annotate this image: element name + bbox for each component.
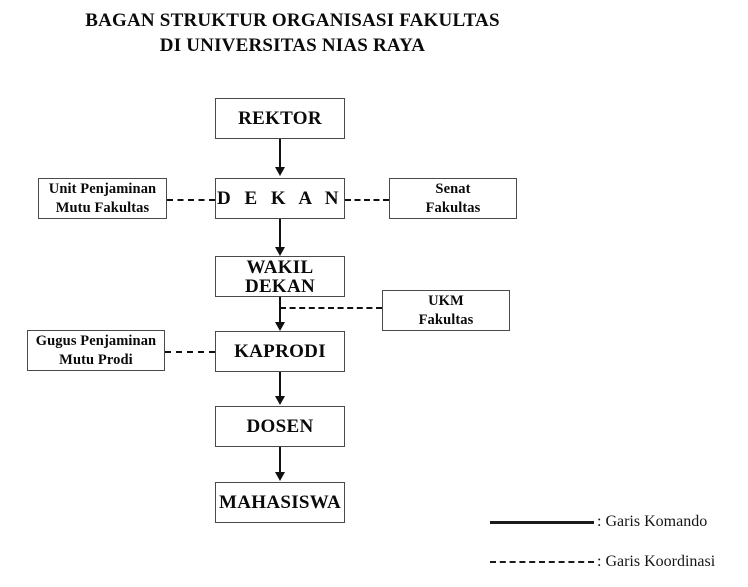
node-dosen-label: DOSEN: [246, 416, 314, 437]
edge-kaprodi-dosen-line: [279, 372, 281, 398]
page-title-line-1: BAGAN STRUKTUR ORGANISASI FAKULTAS: [85, 10, 500, 31]
legend-koordinasi: : Garis Koordinasi: [490, 553, 715, 571]
page-title-line-2: DI UNIVERSITAS NIAS RAYA: [159, 35, 426, 56]
edge-ukm-wakil-dekan-coordination: [280, 307, 382, 309]
node-unit-penjaminan-mutu-fakultas: Unit Penjaminan Mutu Fakultas: [38, 178, 167, 219]
node-mahasiswa-label: MAHASISWA: [219, 492, 341, 513]
node-senat-fakultas-label: Senat Fakultas: [425, 180, 481, 216]
node-gugus-penjaminan-mutu-prodi-label: Gugus Penjaminan Mutu Prodi: [35, 332, 157, 368]
edge-kaprodi-dosen-arrow: [275, 396, 285, 405]
legend-koordinasi-label: : Garis Koordinasi: [597, 553, 716, 570]
node-kaprodi: KAPRODI: [215, 331, 345, 372]
node-unit-penjaminan-mutu-fakultas-label: Unit Penjaminan Mutu Fakultas: [48, 180, 157, 216]
edge-dekan-wakil-dekan-line: [279, 219, 281, 250]
edge-dekan-wakil-dekan-arrow: [275, 247, 285, 256]
node-gugus-penjaminan-mutu-prodi: Gugus Penjaminan Mutu Prodi: [27, 330, 165, 371]
legend-dashed-line-sample: [490, 561, 594, 563]
legend-komando: : Garis Komando: [490, 513, 707, 531]
node-wakil-dekan: WAKIL DEKAN: [215, 256, 345, 297]
node-senat-fakultas: Senat Fakultas: [389, 178, 517, 219]
node-dekan-label: D E K A N: [216, 188, 344, 209]
node-rektor: REKTOR: [215, 98, 345, 139]
node-rektor-label: REKTOR: [238, 108, 322, 129]
edge-rektor-dekan-line: [279, 139, 281, 170]
edge-dosen-mahasiswa-line: [279, 447, 281, 475]
node-kaprodi-label: KAPRODI: [234, 341, 326, 362]
edge-dekan-senat-coordination: [345, 199, 389, 201]
edge-dosen-mahasiswa-arrow: [275, 472, 285, 481]
node-ukm-fakultas-label: UKM Fakultas: [418, 292, 474, 328]
node-wakil-dekan-label: WAKIL DEKAN: [244, 256, 316, 297]
node-mahasiswa: MAHASISWA: [215, 482, 345, 523]
edge-wakil-dekan-kaprodi-line: [279, 297, 281, 325]
edge-rektor-dekan-arrow: [275, 167, 285, 176]
legend-komando-label: : Garis Komando: [597, 513, 708, 530]
node-dekan: D E K A N: [215, 178, 345, 219]
edge-gpmp-kaprodi-coordination: [165, 351, 215, 353]
node-dosen: DOSEN: [215, 406, 345, 447]
node-ukm-fakultas: UKM Fakultas: [382, 290, 510, 331]
edge-upmf-dekan-coordination: [167, 199, 215, 201]
edge-wakil-dekan-kaprodi-arrow: [275, 322, 285, 331]
legend-solid-line-sample: [490, 520, 594, 524]
page-title: BAGAN STRUKTUR ORGANISASI FAKULTAS DI UN…: [0, 8, 585, 58]
